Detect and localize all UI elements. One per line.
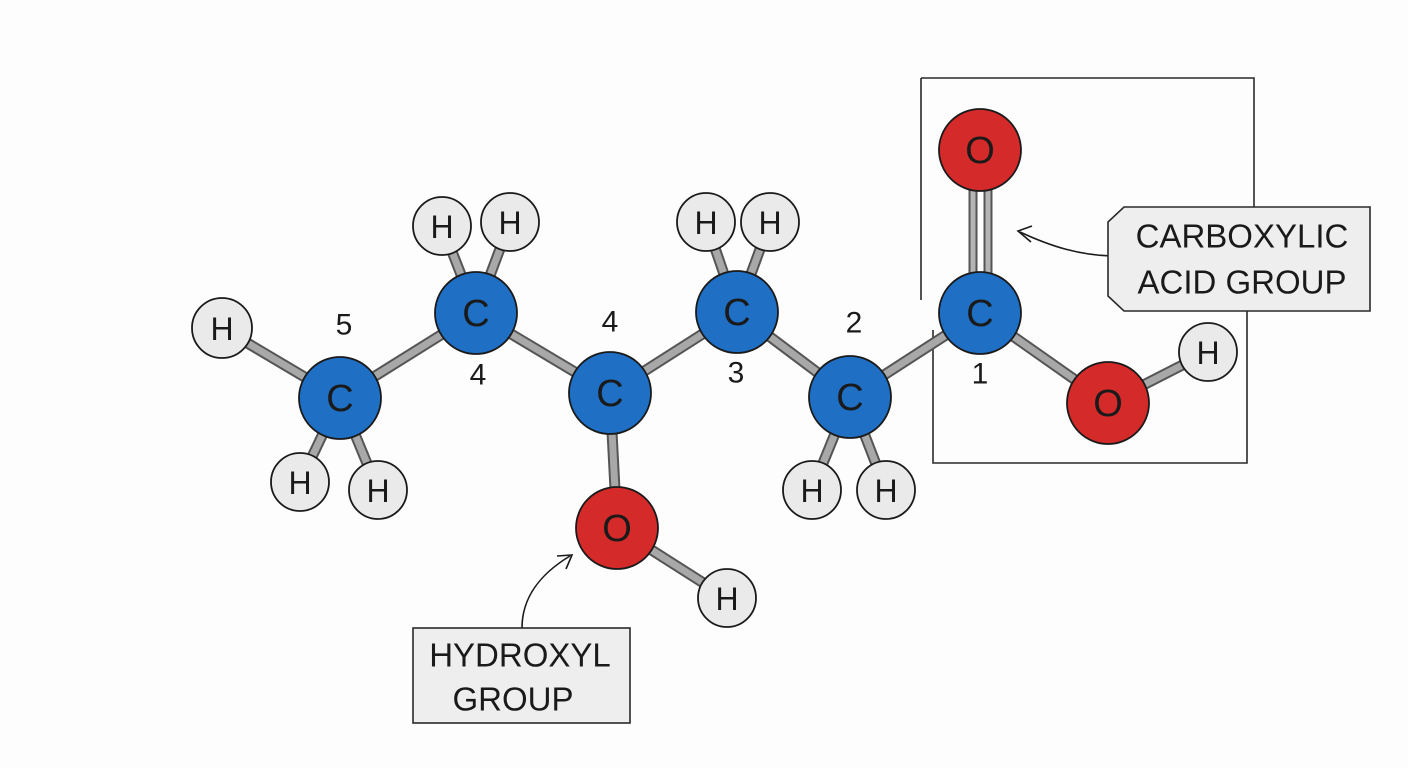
hydrogen-atom-label: H (430, 209, 453, 245)
oxygen-atom: O (938, 108, 1022, 192)
hydrogen-atom: H (480, 192, 540, 252)
hydrogen-atom: H (191, 297, 253, 359)
carbon-atom-label: C (326, 378, 353, 420)
carboxylic-label-line2: ACID GROUP (1137, 264, 1346, 301)
carbon-number-2: 2 (846, 307, 863, 340)
carbon-atom-circle (695, 270, 779, 354)
carbon-atom: C (298, 356, 382, 440)
carbon-number-1: 1 (972, 358, 989, 391)
hydrogen-atom-circle (782, 460, 842, 520)
carbon-number-3: 3 (728, 357, 745, 390)
callout-box (1107, 206, 1371, 312)
hydrogen-atom-circle (676, 192, 736, 252)
hydrogen-atom-circle (348, 460, 408, 520)
hydrogen-atom: H (697, 568, 757, 628)
oxygen-atom-label: O (965, 130, 995, 172)
carbon-atom: C (434, 271, 518, 355)
carbon-atom-label: C (462, 293, 489, 335)
carbon-atom: C (695, 270, 779, 354)
arrowhead (1016, 225, 1033, 243)
carbon-atom-circle (938, 271, 1022, 355)
hydrogen-atom-label: H (758, 205, 781, 241)
carbon-atom: C (568, 351, 652, 435)
carbon-atom-circle (568, 351, 652, 435)
carbon-atom-label: C (723, 292, 750, 334)
hydrogen-atom: H (740, 192, 800, 252)
carbon-atom-label: C (596, 373, 623, 415)
hydrogen-atom-label: H (210, 311, 233, 347)
hydrogen-atom-label: H (874, 473, 897, 509)
atoms: H C H H C H H C O H C H H C H H C O O H (191, 108, 1238, 628)
hydrogen-atom-circle (697, 568, 757, 628)
hydrogen-atom-circle (856, 460, 916, 520)
carbon-atom-circle (808, 355, 892, 439)
carbon-number-4b: 4 (602, 306, 619, 339)
oxygen-atom-label: O (602, 508, 632, 550)
hydrogen-atom-circle (740, 192, 800, 252)
hydrogen-atom: H (676, 192, 736, 252)
oxygen-atom-circle (575, 486, 659, 570)
hydroxyl-label-line1: HYDROXYL (429, 637, 611, 674)
callout-pointer-arrow (521, 555, 571, 629)
hydrogen-atom: H (782, 460, 842, 520)
hydrogen-atom-circle (412, 196, 472, 256)
hydrogen-atom-label: H (498, 205, 521, 241)
carboxylic-label-line1: CARBOXYLIC (1136, 218, 1349, 255)
oxygen-atom: O (575, 486, 659, 570)
oxygen-atom-circle (938, 108, 1022, 192)
hydrogen-atom: H (856, 460, 916, 520)
hydrogen-atom-circle (1178, 322, 1238, 382)
oxygen-atom-label: O (1093, 383, 1123, 425)
carbon-atom-label: C (966, 293, 993, 335)
callout-pointer-arrow (1019, 231, 1118, 257)
hydrogen-atom-label: H (800, 473, 823, 509)
carbon-atom-label: C (836, 377, 863, 419)
hydroxyl-label-line2: GROUP (452, 681, 573, 718)
hydrogen-atom-label: H (288, 465, 311, 501)
carboxylic-acid-callout: CARBOXYLIC ACID GROUP (1016, 206, 1371, 312)
arrowhead (556, 554, 574, 570)
hydrogen-atom-circle (191, 297, 253, 359)
carbon-atom: C (938, 271, 1022, 355)
carbon-atom-circle (298, 356, 382, 440)
hydrogen-atom-label: H (1196, 335, 1219, 371)
hydrogen-atom: H (270, 452, 330, 512)
hydrogen-atom-label: H (366, 473, 389, 509)
hydrogen-atom-label: H (715, 581, 738, 617)
hydrogen-atom: H (348, 460, 408, 520)
carbon-atom-circle (434, 271, 518, 355)
hydrogen-atom-circle (270, 452, 330, 512)
callout-box (412, 627, 631, 724)
oxygen-atom-circle (1066, 361, 1150, 445)
carbon-number-5: 5 (336, 309, 353, 342)
hydroxyl-callout: HYDROXYL GROUP (412, 554, 631, 724)
carbon-atom: C (808, 355, 892, 439)
hydrogen-atom-label: H (694, 205, 717, 241)
oxygen-atom: O (1066, 361, 1150, 445)
hydrogen-atom: H (1178, 322, 1238, 382)
hydrogen-atom: H (412, 196, 472, 256)
carbon-number-4a: 4 (470, 359, 487, 392)
hydrogen-atom-circle (480, 192, 540, 252)
